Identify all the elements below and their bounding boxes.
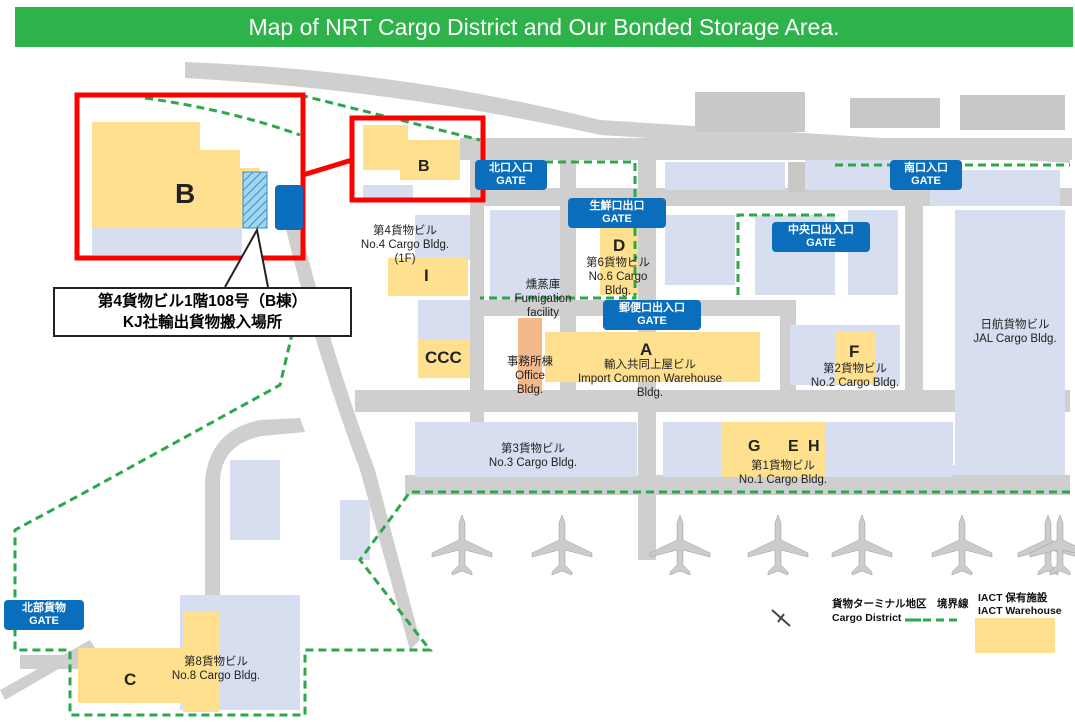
- callout-pointer: [224, 227, 269, 288]
- no6-en2: Bldg.: [604, 285, 632, 297]
- fumigation-en1: Fumigation: [514, 293, 572, 305]
- gate-north-en: GATE: [496, 175, 526, 187]
- no2-jp: 第2貨物ビル: [823, 363, 887, 375]
- loading-location-callout: 第4貨物ビル1階108号（B棟） KJ社輸出貨物搬入場所: [53, 287, 352, 337]
- gate-central: 中央口出入口 GATE: [772, 222, 870, 252]
- legend-iact-en: IACT Warehouse: [978, 605, 1062, 617]
- no3-jp: 第3貨物ビル: [501, 443, 565, 455]
- import-en2: Bldg.: [636, 387, 664, 399]
- gate-north-cargo: 北部貨物 GATE: [4, 600, 84, 630]
- gray-structures: [695, 92, 1065, 192]
- callout-line2: KJ社輸出貨物搬入場所: [122, 314, 283, 331]
- import-letter: A: [640, 340, 653, 359]
- airplane-4: [747, 514, 809, 576]
- no1-jp: 第1貨物ビル: [751, 460, 815, 472]
- legend-district-jp: 貨物ターミナル地区 境界線: [832, 598, 969, 610]
- office-en2: Bldg.: [516, 384, 544, 396]
- no4-en: No.4 Cargo Bldg.: [360, 239, 450, 251]
- page-title: Map of NRT Cargo District and Our Bonded…: [15, 7, 1073, 47]
- gate-fresh-en: GATE: [602, 213, 632, 225]
- no4-letter: I: [424, 266, 429, 285]
- gate-central-en: GATE: [806, 237, 836, 249]
- gate-post-en: GATE: [637, 315, 667, 327]
- airplane-5: [831, 514, 893, 576]
- gate-post: 郵便口出入口 GATE: [603, 300, 701, 330]
- no6-letter: D: [613, 236, 626, 255]
- legend-district-en: Cargo District: [832, 612, 902, 624]
- gate-north-cargo-jp: 北部貨物: [22, 602, 66, 614]
- compass-mark: [771, 609, 791, 627]
- no6-en1: No.6 Cargo: [588, 271, 648, 283]
- airplane-2: [531, 514, 593, 576]
- ccc-label: CCC: [425, 348, 462, 367]
- gate-fragment: [275, 185, 303, 230]
- no1-en: No.1 Cargo Bldg.: [738, 474, 828, 486]
- airplanes: [431, 514, 1075, 576]
- no2-letter: F: [849, 342, 860, 361]
- gate-north: 北口入口 GATE: [475, 160, 547, 190]
- gate-south: 南口入口 GATE: [890, 160, 962, 190]
- hatched-storage-area: [242, 171, 268, 229]
- gate-north-jp: 北口入口: [489, 162, 533, 174]
- gate-fresh-jp: 生鮮口出口: [589, 200, 645, 212]
- import-en1: Import Common Warehouse: [577, 373, 722, 385]
- building-b-label: B: [418, 158, 430, 175]
- fumigation-en2: facility: [527, 307, 559, 319]
- gate-south-en: GATE: [911, 175, 941, 187]
- office-jp: 事務所棟: [507, 356, 553, 368]
- gate-post-jp: 郵便口出入口: [619, 302, 685, 314]
- gate-south-jp: 南口入口: [904, 162, 948, 174]
- fumigation-jp: 燻蒸庫: [525, 279, 561, 291]
- no1-h: H: [808, 438, 820, 455]
- jal-en: JAL Cargo Bldg.: [973, 333, 1057, 345]
- no4-floor: (1F): [394, 253, 416, 265]
- no8-en: No.8 Cargo Bldg.: [171, 670, 261, 682]
- no1-g: G: [748, 438, 761, 455]
- no4-jp: 第4貨物ビル: [373, 225, 437, 237]
- airplane-3: [649, 514, 711, 576]
- office-building: [518, 318, 542, 393]
- airplane-8: [1029, 514, 1075, 576]
- jal-jp: 日航貨物ビル: [980, 319, 1050, 331]
- callout-line1: 第4貨物ビル1階108号（B棟）: [97, 293, 308, 310]
- airplane-6: [931, 514, 993, 576]
- highlight-frames: [74, 92, 486, 261]
- no8-letter: C: [124, 670, 137, 689]
- gate-central-jp: 中央口出入口: [788, 224, 854, 236]
- gate-fresh: 生鮮口出口 GATE: [568, 198, 666, 228]
- no1-e: E: [788, 438, 799, 455]
- no8-jp: 第8貨物ビル: [184, 656, 248, 668]
- bonded-facilities: [78, 122, 1055, 712]
- airplane-1: [431, 514, 493, 576]
- import-jp: 輸入共同上屋ビル: [604, 359, 696, 371]
- no3-en: No.3 Cargo Bldg.: [488, 457, 578, 469]
- inset-building-b-label: B: [175, 178, 196, 209]
- office-en1: Office: [515, 370, 545, 382]
- gate-north-cargo-en: GATE: [29, 615, 59, 627]
- legend-iact-jp: IACT 保有施設: [978, 592, 1048, 604]
- no6-jp: 第6貨物ビル: [586, 257, 650, 269]
- buildings: [92, 160, 1065, 710]
- no2-en: No.2 Cargo Bldg.: [810, 377, 900, 389]
- roads: [0, 62, 1072, 700]
